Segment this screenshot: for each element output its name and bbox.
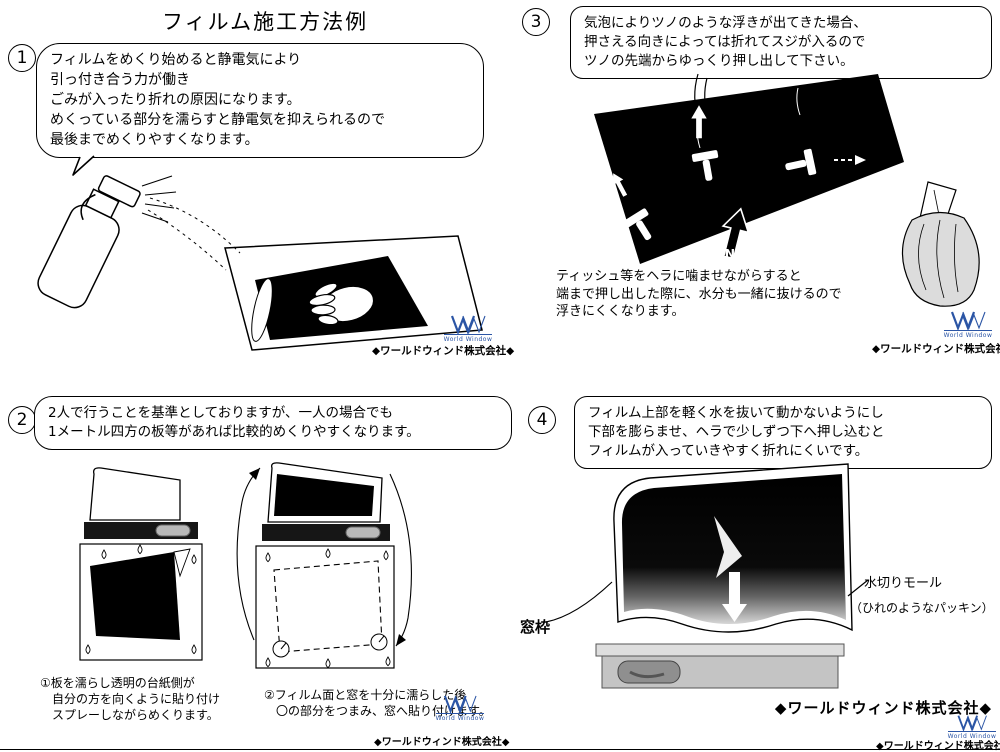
world-window-logo: World Window	[443, 314, 493, 344]
apply-to-window-panel	[236, 462, 412, 669]
door-handle	[617, 660, 681, 684]
section4-number-text: 4	[536, 409, 548, 430]
section2-number-text: 2	[16, 409, 28, 430]
section1-number: 1	[8, 44, 36, 72]
peeled-liner-curl	[251, 278, 273, 342]
flip-arrows	[236, 467, 412, 647]
section3-number: 3	[522, 8, 550, 36]
ww-logo-mark	[443, 695, 477, 714]
section4-company-name-small: ◆ワールドウィンド株式会社◆	[876, 741, 1000, 752]
page-title: フィルム施工方法例	[162, 10, 369, 34]
logo-caption: World Window	[947, 731, 997, 740]
speech-bubble-tail	[72, 155, 95, 176]
section1-instruction-bubble: フィルムをめくり始めると静電気により 引っ付き合う力が働き ごみが入ったり折れの…	[36, 43, 484, 176]
logo-caption: World Window	[435, 713, 485, 722]
section4-number: 4	[528, 406, 556, 434]
spray-mist	[147, 197, 241, 271]
door-panel	[595, 643, 845, 689]
section1-company-name: ◆ワールドウィンド株式会社◆	[372, 345, 515, 357]
section4-instruction-box: フィルム上部を軽く水を抜いて動かないようにし 下部を膨らませ、ヘラで少しずつ下へ…	[574, 396, 992, 470]
tuck-film-illustration	[545, 463, 869, 689]
squeegee-direction-illustration: NG	[594, 73, 980, 307]
section2-instruction-text: 2人で行うことを基準としておりますが、一人の場合でも 1メートル四方の板等があれ…	[48, 405, 420, 441]
spray-bottle-icon	[37, 175, 141, 309]
hand-icon	[308, 282, 375, 326]
tinted-film-panel	[594, 74, 904, 264]
section2-company-name: ◆ワールドウィンド株式会社◆	[374, 737, 510, 748]
section3-company-name: ◆ワールドウィンド株式会社◆	[872, 343, 1000, 355]
logo-caption: World Window	[443, 334, 493, 343]
window-frame-callout-line	[545, 581, 613, 623]
section1-number-text: 1	[16, 47, 28, 68]
push-down-arrow-icon	[722, 572, 747, 622]
page-bottom-rule	[0, 749, 1000, 750]
section2-caption-left: ①板を濡らし透明の台紙側が 自分の方を向くように貼り付け スプレーしながらめくり…	[40, 676, 221, 722]
ww-logo-mark	[450, 315, 486, 336]
section3-note-text: ティッシュ等をヘラに噛ませながらすると 端まで押し出した際に、水分も一緒に抜ける…	[556, 269, 842, 320]
ww-logo-mark	[957, 715, 987, 732]
world-window-logo: World Window	[435, 694, 485, 723]
push-right-arrowhead	[855, 155, 866, 165]
wrinkle-line	[796, 87, 801, 116]
ng-arrow-icon	[721, 207, 750, 260]
ng-label: NG	[725, 246, 746, 261]
spray-lines	[141, 175, 177, 223]
spray-and-peel-illustration	[37, 175, 483, 351]
film-fold-highlight	[714, 516, 742, 578]
section3-instruction-box: 気泡によりツノのような浮きが出てきた場合、 押さえる向きによっては折れてスジが入…	[570, 6, 992, 80]
board-with-film-panel	[79, 467, 203, 661]
section2-instruction-box: 2人で行うことを基準としておりますが、一人の場合でも 1メートル四方の板等があれ…	[34, 396, 512, 451]
section3-instruction-text: 気泡によりツノのような浮きが出てきた場合、 押さえる向きによっては折れてスジが入…	[584, 15, 867, 70]
world-window-logo: World Window	[947, 714, 997, 741]
section1-instruction-text: フィルムをめくり始めると静電気により 引っ付き合う力が働き ごみが入ったり折れの…	[50, 52, 386, 148]
molding-callout-line	[847, 579, 869, 597]
logo-caption: World Window	[943, 330, 993, 339]
tissue-squeegee-illustration	[901, 181, 980, 307]
window-frame-label: 窓枠	[520, 618, 551, 636]
section2-number: 2	[8, 406, 36, 434]
board-and-window-illustration	[79, 462, 412, 669]
molding-label: 水切りモール	[864, 576, 943, 591]
molding-sub-label: （ひれのようなパッキン）	[850, 601, 994, 615]
section4-instruction-text: フィルム上部を軽く水を抜いて動かないようにし 下部を膨らませ、ヘラで少しずつ下へ…	[588, 405, 885, 460]
world-window-logo: World Window	[943, 310, 993, 340]
section2-caption-right: ②フィルム面と窓を十分に濡らした後 〇の部分をつまみ、窓へ貼り付けます。	[264, 688, 491, 718]
section3-number-text: 3	[530, 11, 542, 32]
ww-logo-mark	[950, 311, 986, 332]
section4-company-name-large: ◆ワールドウィンド株式会社◆	[774, 699, 992, 717]
